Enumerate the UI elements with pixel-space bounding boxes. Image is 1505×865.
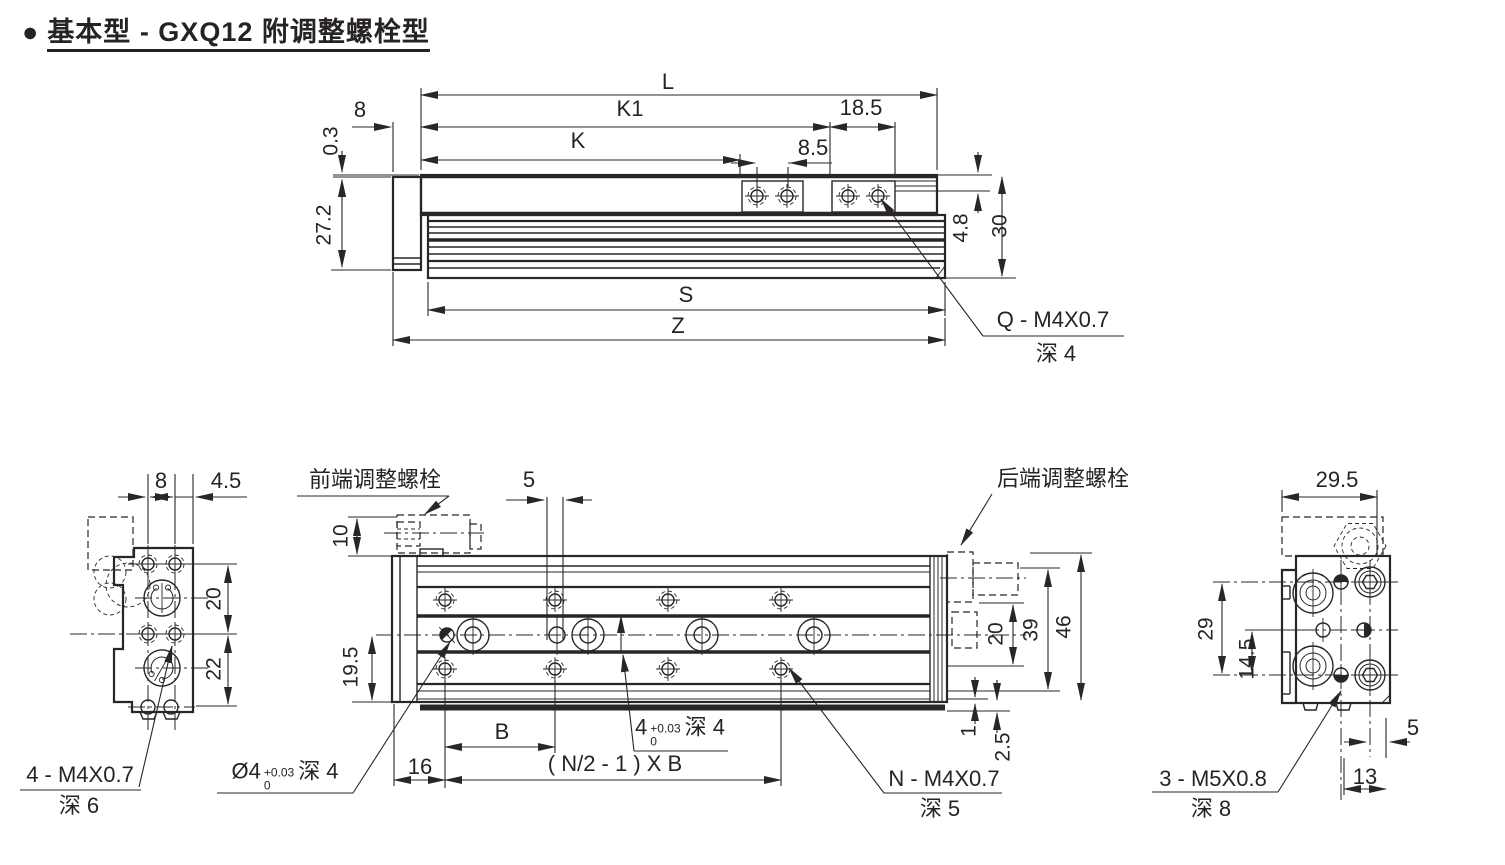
slot-nominal: 4 xyxy=(635,714,648,740)
left-dim-22: 22 xyxy=(202,657,226,681)
plan-dim-1: 1 xyxy=(957,725,981,737)
left-thread-note: 4 - M4X0.7 xyxy=(26,762,134,787)
plan-thread-depth: 深 5 xyxy=(919,796,961,821)
side-dim-30: 30 xyxy=(988,214,1012,238)
side-dim-Z: Z xyxy=(671,313,685,338)
side-thread-depth: 深 4 xyxy=(1035,341,1077,366)
right-dim-5: 5 xyxy=(1406,715,1420,740)
title-bullet-icon: ● xyxy=(22,17,40,47)
plan-dim-10: 10 xyxy=(329,524,353,548)
right-dim-29: 29 xyxy=(1194,617,1218,641)
page-title-text: 基本型 - GXQ12 附调整螺栓型 xyxy=(47,17,430,52)
plan-dim-20: 20 xyxy=(984,622,1008,646)
plan-dim-19-5: 19.5 xyxy=(339,646,363,688)
left-dim-8: 8 xyxy=(154,468,168,493)
side-dim-4-8: 4.8 xyxy=(949,213,973,243)
plan-rear-bolt-label: 后端调整螺栓 xyxy=(996,466,1130,491)
plan-dim-B: B xyxy=(494,719,510,744)
dowel-nominal: Ø4 xyxy=(231,758,261,784)
side-thread-note: Q - M4X0.7 xyxy=(996,307,1110,332)
plan-dim-pitch: ( N/2 - 1 ) X B xyxy=(547,751,683,776)
dowel-depth: 深 4 xyxy=(298,758,339,784)
plan-dim-5: 5 xyxy=(522,467,536,492)
side-dim-8: 8 xyxy=(353,97,367,122)
plan-thread-note: N - M4X0.7 xyxy=(888,766,1000,791)
left-thread-depth: 深 6 xyxy=(58,793,100,818)
side-dim-L: L xyxy=(661,69,675,94)
dowel-tol-upper: +0.03 xyxy=(263,765,295,780)
slot-tol-lower: 0 xyxy=(650,734,657,748)
slot-depth: 深 4 xyxy=(684,714,725,740)
side-dim-8-5: 8.5 xyxy=(797,135,829,160)
right-end-view-linework xyxy=(1152,490,1410,800)
plan-front-bolt-label: 前端调整螺栓 xyxy=(308,467,442,492)
plan-view-linework xyxy=(217,493,1092,794)
right-dim-29-5: 29.5 xyxy=(1315,467,1359,492)
slot-tol-upper: +0.03 xyxy=(650,721,681,736)
side-dim-18-5: 18.5 xyxy=(839,95,883,120)
side-dim-S: S xyxy=(678,282,694,307)
plan-dim-39: 39 xyxy=(1019,618,1043,642)
left-end-view-linework xyxy=(20,474,247,791)
plan-dim-46: 46 xyxy=(1052,615,1076,639)
right-thread-depth: 深 8 xyxy=(1190,796,1232,821)
right-dim-13: 13 xyxy=(1352,764,1378,789)
right-dim-14-5: 14.5 xyxy=(1235,638,1259,680)
side-view-linework xyxy=(331,88,1124,346)
plan-dim-16: 16 xyxy=(407,754,433,779)
right-thread-note: 3 - M5X0.8 xyxy=(1159,766,1267,791)
side-dim-27-2: 27.2 xyxy=(312,204,336,246)
plan-dim-2-5: 2.5 xyxy=(991,732,1015,762)
side-dim-K: K xyxy=(570,128,586,153)
side-dim-0-3: 0.3 xyxy=(319,126,343,156)
side-dim-K1: K1 xyxy=(616,96,644,121)
left-dim-4-5: 4.5 xyxy=(210,468,242,493)
page-title: ●基本型 - GXQ12 附调整螺栓型 xyxy=(22,10,430,52)
dowel-tol-lower: 0 xyxy=(263,778,271,792)
left-dim-20: 20 xyxy=(202,587,226,611)
